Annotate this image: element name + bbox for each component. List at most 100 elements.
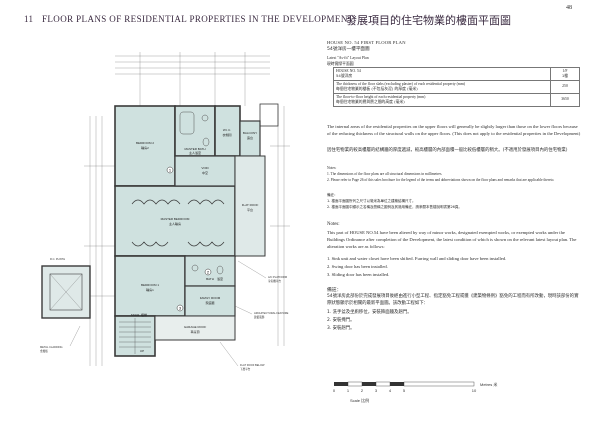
label-bath-zh: 浴室	[217, 276, 223, 281]
alteration-item-zh-1: 1. 洗手盆及坐廁移位，安裝飾面牆及趟門。	[327, 310, 412, 315]
scale-tick: 2	[361, 388, 364, 393]
scale-tick: 0	[333, 388, 336, 393]
label-wic-zh: 衣帽間	[222, 132, 231, 137]
family-room	[184, 285, 236, 317]
notes-label-zh: 備註：	[327, 193, 338, 197]
label-master-bath-zh: 主人浴室	[189, 150, 201, 155]
bathtub-icon	[179, 111, 195, 135]
spec-table: HOUSE NO. 54 54號洋房 1/F 1樓 The thickness …	[333, 67, 580, 107]
basin-icon-2	[191, 264, 199, 272]
scale-ticks: 0 1 2 3 4 5 10	[333, 388, 477, 393]
scale-label: Scale 比例	[350, 397, 369, 403]
label-balcony-zh: 露台	[247, 135, 253, 140]
spec-value-zh: 1樓	[561, 72, 569, 78]
alteration-intro: This part of HOUSE NO.54 have been alter…	[327, 230, 577, 249]
upper-right-feature	[259, 103, 279, 127]
architectural-feature-curves	[131, 199, 225, 247]
label-ac-platform-zh: 冷氣機平台	[268, 279, 281, 283]
dimension-lines-right	[270, 106, 290, 346]
scale-tick: 10	[472, 388, 477, 393]
alteration-item-2: 2. Swing door has been installed.	[327, 264, 388, 269]
scale-blocks	[334, 381, 475, 387]
leader-lines	[69, 260, 267, 367]
plan-subtitle: Latest "As-fit" Layout Plan	[327, 56, 369, 60]
label-balcony: BALCONY	[243, 131, 257, 135]
alteration-item-zh-3: 3. 安裝趟門。	[327, 326, 355, 331]
scale-unit: Metres 米	[480, 381, 497, 387]
spec-value: 3650	[561, 97, 569, 102]
plan-title: HOUSE NO. 54 FIRST FLOOR PLAN	[327, 40, 406, 45]
label-master-bedroom: MASTER BEDROOM	[161, 217, 190, 221]
master-bath-room	[174, 105, 216, 157]
label-master-bath: MASTER BATH	[184, 147, 205, 151]
page-number: 48	[566, 5, 572, 11]
spec-label: The floor-to-floor height of each reside…	[336, 94, 426, 99]
note-zh-2: 2. 樓面平面圖中顯示之名稱及簡稱之圖例及其適用備註，請參閱本售樓說明書第26頁…	[327, 205, 462, 209]
master-bedroom-room	[114, 185, 236, 257]
label-family: FAMILY ROOM	[200, 296, 221, 300]
label-bedroom-1: BEDROOM 1	[141, 283, 159, 287]
label-void-zh: 中空	[202, 170, 208, 175]
label-master-bedroom-zh: 主人睡房	[169, 221, 181, 226]
intro-text: The internal areas of the residential pr…	[327, 124, 581, 136]
label-void: VOID	[201, 166, 209, 170]
label-flat-roof-below-zh: 下層平台	[240, 367, 251, 371]
callout-1: 1	[169, 167, 172, 172]
section-title-zh: 發展項目的住宅物業的樓面平面圖	[346, 14, 511, 27]
table-row: The thickness of the floor slabs (exclud…	[333, 79, 580, 94]
scale-tick: 1	[347, 388, 350, 393]
label-stair: STAIR	[131, 313, 140, 317]
notes-label: Notes:	[327, 166, 337, 170]
label-bedroom-1-zh: 睡房1	[146, 287, 154, 292]
label-metal-cladding: METAL CLADDING	[40, 345, 62, 349]
table-row: HOUSE NO. 54 54號洋房 1/F 1樓	[333, 67, 580, 81]
floor-plan: 1 2 3 BEDROOM 2 睡房2 MASTER BATH 主人浴室 W.I…	[40, 52, 290, 371]
label-up: UP	[140, 349, 144, 353]
scale-tick: 3	[375, 388, 378, 393]
label-bedroom-2-zh: 睡房2	[141, 145, 149, 150]
alteration-heading-zh: 備註：	[327, 288, 342, 293]
spec-value: 1/F	[562, 69, 568, 73]
label-bath: BATH	[206, 277, 214, 281]
spec-label: The thickness of the floor slabs (exclud…	[336, 81, 466, 86]
spec-value: 250	[562, 84, 568, 89]
label-arch-feature: ARCHITECTURAL FEATURE	[254, 311, 289, 315]
scale-tick: 5	[403, 388, 406, 393]
label-flat-roof-zh: 平台	[247, 207, 253, 212]
void-room	[174, 155, 236, 187]
label-flat-roof-below: FLAT ROOF BELOW	[240, 363, 265, 367]
alteration-item-3: 3. Sliding door has been installed.	[327, 272, 390, 277]
room-labels: BEDROOM 2 睡房2 MASTER BATH 主人浴室 W.I.C. 衣帽…	[131, 128, 259, 353]
intro-text-zh: 因住宅物業的較高樓層的結構牆的厚度遞減，較高樓層的內部面積一般比較低樓層的稍大。…	[327, 148, 568, 153]
label-flat-roof: FLAT ROOF	[242, 203, 259, 207]
label-bedroom-2: BEDROOM 2	[136, 141, 154, 145]
alteration-heading: Notes:	[327, 222, 340, 227]
alteration-intro-zh: 54號洋房此部份於完成發展項目後經由進行小型工程、指定豁免工程或獲《建築物條例》…	[327, 294, 579, 306]
label-rc-plinth: R.C. PLINTH	[50, 257, 65, 261]
basin-icon	[201, 114, 209, 122]
scale-tick: 4	[389, 388, 392, 393]
note-zh-1: 1. 樓面平面圖所列之尺寸以毫米為單位之建築結構尺寸。	[327, 199, 416, 203]
label-stair-zh: 樓梯	[141, 312, 147, 317]
toilet-icon	[202, 137, 210, 147]
stair-treads	[119, 318, 151, 354]
toilet-icon-2	[216, 265, 224, 275]
label-garage-roof: GARAGE ROOF	[184, 325, 207, 329]
callouts: 1 2 3	[166, 166, 212, 312]
plan-subtitle-zh: 現時實際平面圖	[327, 61, 354, 66]
label-garage-roof-zh: 車房頂	[190, 329, 199, 334]
label-ac-platform: A/C PLATFORM	[268, 275, 287, 279]
lower-left-platform-inner	[49, 273, 83, 311]
plan-title-zh: 54號洋房一樓平面圖	[327, 47, 370, 52]
spec-label-zh: 54號洋房	[336, 72, 353, 78]
note-en-1: 1. The dimensions of the floor plans are…	[327, 172, 443, 176]
section-number: 11	[24, 14, 34, 24]
alteration-item-1: 1. Sink unit and water closet have been …	[327, 256, 507, 261]
scale-bar: 0 1 2 3 4 5 10 Metres 米 Scale 比例	[333, 381, 497, 403]
label-arch-feature-zh: 建築裝飾	[254, 315, 265, 319]
label-metal-cladding-zh: 金屬板	[40, 349, 48, 353]
label-family-zh: 家庭廳	[205, 300, 214, 305]
callout-2: 2	[207, 269, 210, 274]
spec-label-zh: 每個住宅物業的層與層之間的高度 (毫米)	[336, 98, 405, 104]
